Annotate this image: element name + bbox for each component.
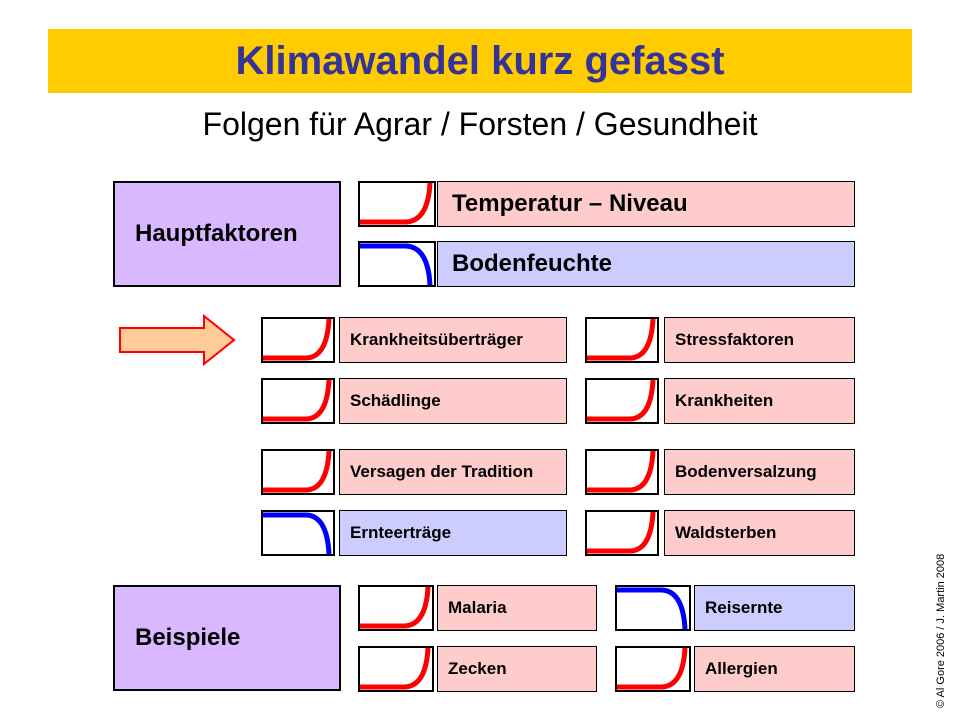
increase-curve: [360, 587, 431, 629]
effect-stressfaktoren: Stressfaktoren: [664, 317, 855, 363]
increase-curve: [587, 319, 656, 361]
decrease-curve: [617, 587, 688, 629]
example-zecken: Zecken: [437, 646, 597, 692]
increase-curve: [587, 380, 656, 422]
trend-decrease-icon: [358, 241, 436, 287]
example-malaria: Malaria: [437, 585, 597, 631]
trend-increase-icon: [261, 317, 335, 363]
trend-increase-icon: [585, 510, 659, 556]
effect-schaedlinge: Schädlinge: [339, 378, 567, 424]
right-arrow-icon: [118, 313, 238, 367]
trend-increase-icon: [585, 449, 659, 495]
increase-curve: [360, 648, 431, 690]
effect-krankheitsuebertraeger: Krankheitsüberträger: [339, 317, 567, 363]
decrease-curve: [360, 243, 433, 285]
trend-decrease-icon: [261, 510, 335, 556]
increase-curve: [587, 512, 656, 554]
effect-bodenversalzung: Bodenversalzung: [664, 449, 855, 495]
category-beispiele: Beispiele: [113, 585, 341, 691]
page-title: Klimawandel kurz gefasst: [235, 39, 725, 83]
page-subtitle: Folgen für Agrar / Forsten / Gesundheit: [202, 106, 758, 142]
trend-increase-icon: [261, 449, 335, 495]
factor-bodenfeuchte: Bodenfeuchte: [437, 241, 855, 287]
trend-increase-icon: [585, 317, 659, 363]
trend-decrease-icon: [615, 585, 691, 631]
trend-increase-icon: [358, 585, 434, 631]
effect-krankheiten: Krankheiten: [664, 378, 855, 424]
effect-ernteertraege: Ernteerträge: [339, 510, 567, 556]
title-bar: [48, 29, 912, 93]
increase-curve: [360, 183, 433, 225]
effect-versagen-der-tradition: Versagen der Tradition: [339, 449, 567, 495]
increase-curve: [263, 451, 332, 493]
example-allergien: Allergien: [694, 646, 855, 692]
example-reisernte: Reisernte: [694, 585, 855, 631]
trend-increase-icon: [358, 646, 434, 692]
trend-increase-icon: [615, 646, 691, 692]
copyright-notice: © Al Gore 2006 / J. Martin 2008: [926, 530, 954, 710]
increase-curve: [263, 319, 332, 361]
increase-curve: [587, 451, 656, 493]
copyright-text: © Al Gore 2006 / J. Martin 2008: [935, 554, 947, 708]
decrease-curve: [263, 512, 332, 554]
trend-increase-icon: [585, 378, 659, 424]
category-hauptfaktoren: Hauptfaktoren: [113, 181, 341, 287]
factor-temperatur: Temperatur – Niveau: [437, 181, 855, 227]
trend-increase-icon: [261, 378, 335, 424]
trend-increase-icon: [358, 181, 436, 227]
effect-waldsterben: Waldsterben: [664, 510, 855, 556]
increase-curve: [263, 380, 332, 422]
increase-curve: [617, 648, 688, 690]
